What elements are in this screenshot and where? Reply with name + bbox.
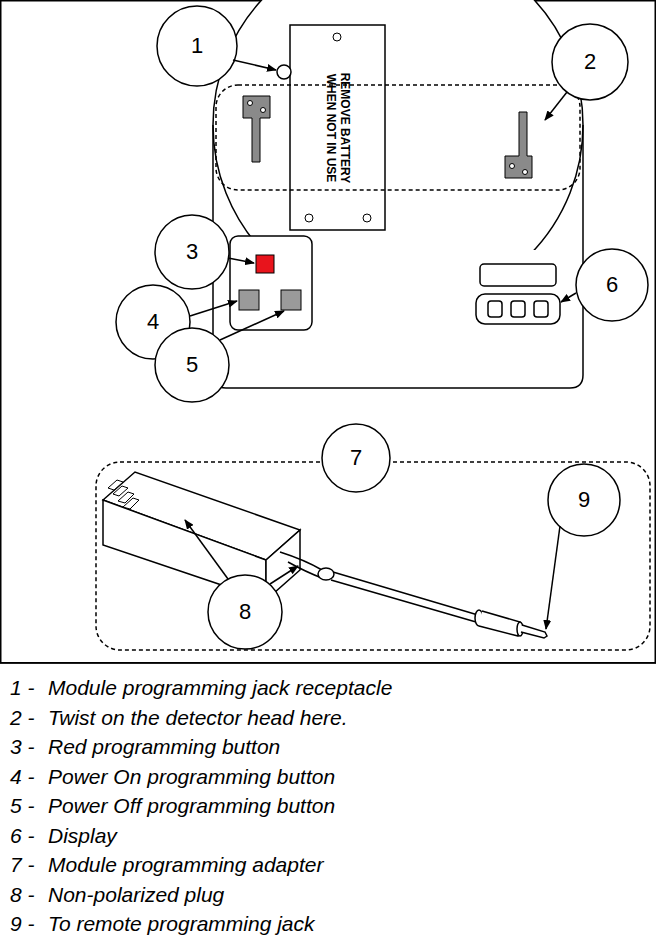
power-off-button: [281, 290, 301, 310]
legend-number: 2 -: [10, 707, 35, 728]
legend-number: 3 -: [10, 736, 35, 757]
legend-number: 1 -: [10, 677, 35, 698]
legend-number: 9 -: [10, 913, 35, 934]
legend-text: Module programming adapter: [48, 854, 323, 875]
legend-text: Power On programming button: [48, 766, 335, 787]
legend-text: Display: [48, 825, 117, 846]
callout-number: 3: [186, 241, 198, 263]
warning-label: REMOVE BATTERY WHEN NOT IN USE: [323, 53, 351, 203]
callout-number: 9: [578, 489, 590, 511]
legend-number: 5 -: [10, 795, 35, 816]
callout-number: 1: [191, 35, 203, 57]
callout-number: 4: [147, 311, 159, 333]
red-button: [256, 255, 274, 273]
callout-number: 5: [186, 354, 198, 376]
plug-sleeve: [479, 611, 520, 636]
legend-number: 7 -: [10, 854, 35, 875]
power-on-button: [239, 290, 259, 310]
leader-lines: [185, 60, 576, 629]
callout-number: 2: [584, 51, 596, 73]
display-window: [480, 264, 556, 286]
legend-text: To remote programming jack: [48, 913, 315, 934]
button-panel: [230, 236, 312, 330]
legend-text: Power Off programming button: [48, 795, 335, 816]
twist-tab: [243, 96, 270, 162]
label-plate: [290, 25, 385, 230]
plug-tip: [521, 625, 547, 638]
callout-number: 6: [606, 274, 618, 296]
plug-contacts: [108, 480, 139, 509]
legend-text: Non-polarized plug: [48, 884, 224, 905]
adapter-bracket: [96, 462, 650, 650]
twist-zone-bracket: [216, 85, 580, 190]
cable: [331, 572, 478, 622]
twist-tab: [505, 112, 532, 178]
callout-circles: [116, 6, 648, 649]
programming-jack: [277, 65, 291, 79]
divider: [0, 662, 656, 664]
legend-number: 8 -: [10, 884, 35, 905]
legend-number: 6 -: [10, 825, 35, 846]
callout-number: 8: [239, 601, 251, 623]
display: [476, 294, 560, 324]
callout-number: 7: [350, 447, 362, 469]
legend-text: Module programming jack receptacle: [48, 677, 392, 698]
legend-number: 4 -: [10, 766, 35, 787]
legend-text: Red programming button: [48, 736, 280, 757]
legend-text: Twist on the detector head here.: [48, 707, 348, 728]
